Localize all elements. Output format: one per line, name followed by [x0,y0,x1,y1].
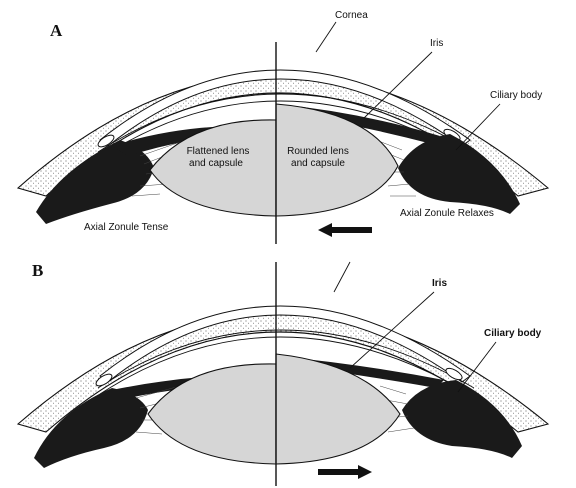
panel-a-cornea-leader [316,22,336,52]
panel-a-ciliary-label: Ciliary body [490,90,542,101]
panel-a-cornea-label: Cornea [335,10,368,21]
panel-a-flattened-label-1: Flattened lens [187,146,250,157]
panel-a-rounded-label-2: and capsule [291,158,345,169]
panel-b-ciliary-label: Ciliary body [484,328,542,339]
panel-a-rounded-label-1: Rounded lens [287,146,349,157]
panel-a-zonule-relaxes-label: Axial Zonule Relaxes [400,208,494,219]
panel-b-arrow-right-icon [318,465,372,479]
panel-b: B Iris Cili [18,261,548,486]
panel-b-iris-label: Iris [432,278,447,289]
panel-a-iris-label: Iris [430,38,443,49]
panel-b-lens-left [148,364,276,464]
panel-b-letter: B [32,261,43,280]
panel-a-arrow-left-icon [318,223,372,237]
panel-a-zonule-tense-label: Axial Zonule Tense [84,222,169,233]
panel-a: A [18,10,548,244]
panel-b-cornea-leader [334,262,350,292]
panel-a-flattened-label-2: and capsule [189,158,243,169]
panel-a-letter: A [50,21,63,40]
